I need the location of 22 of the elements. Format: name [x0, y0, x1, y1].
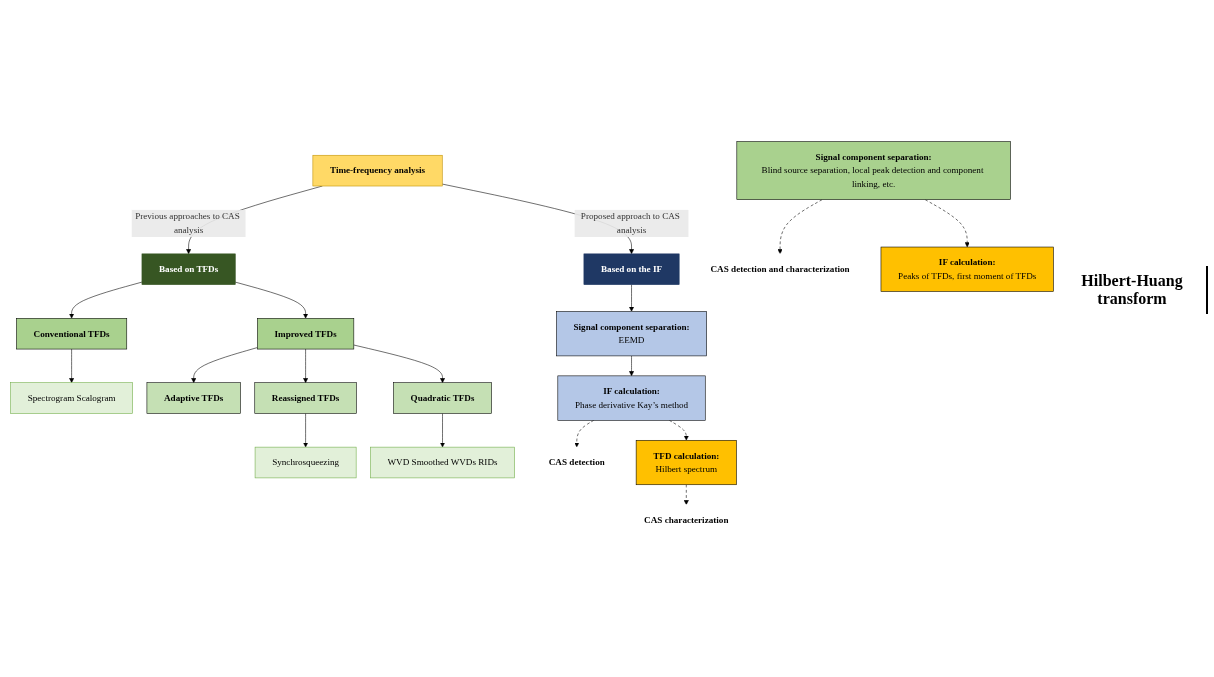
- node-box: Based on TFDs: [141, 253, 236, 285]
- node-box: Signal component separation: Blind source separation, local peak detection and component linking, etc.: [736, 141, 1011, 200]
- bracket-label: Hilbert-Huang transform: [1058, 266, 1208, 314]
- node-text: CAS detection and characterization: [710, 264, 850, 274]
- node-text: CAS characterization: [644, 514, 729, 525]
- node-box: IF calculation: Peaks of TFDs, first moment of TFDs: [880, 246, 1054, 292]
- node-box: Signal component separation: EEMD: [556, 311, 707, 357]
- node-box: Adaptive TFDs: [146, 382, 241, 414]
- node-box: Spectrogram Scalogram: [10, 382, 133, 414]
- node-box: TFD calculation: Hilbert spectrum: [635, 439, 737, 485]
- node-box: IF calculation: Phase derivative Kay’s method: [557, 375, 706, 421]
- edge-label: Proposed approach to CAS analysis: [580, 211, 680, 235]
- node-box: Quadratic TFDs: [393, 382, 492, 414]
- node-box: Based on the IF: [583, 253, 680, 285]
- node-text: CAS detection: [548, 457, 605, 468]
- node-box: WVD Smoothed WVDs RIDs: [370, 446, 515, 479]
- node-box: Synchrosqueezing: [254, 446, 357, 479]
- edge-label: Previous approaches to CAS analysis: [135, 211, 240, 235]
- node-box: Conventional TFDs: [16, 317, 128, 350]
- node-box: Reassigned TFDs: [254, 382, 357, 414]
- node-box: Time-frequency analysis: [312, 154, 443, 187]
- node-box: Improved TFDs: [257, 317, 355, 350]
